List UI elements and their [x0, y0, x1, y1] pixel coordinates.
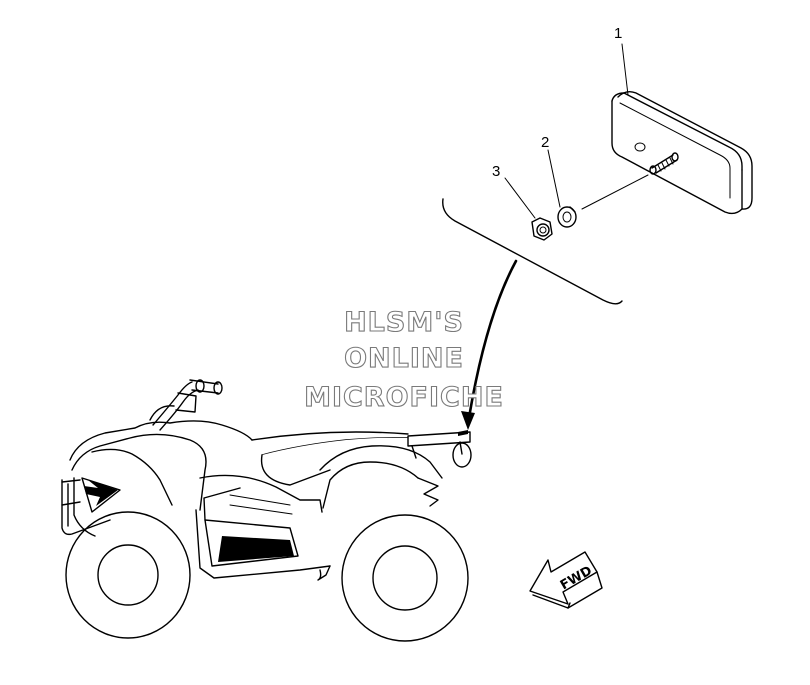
- callout-2-leader: [547, 149, 561, 208]
- detail-bracket: [442, 198, 623, 305]
- watermark-line-1: HLSM'S: [344, 307, 464, 338]
- callout-1: 1: [614, 25, 622, 42]
- callout-1-leader: [621, 43, 629, 96]
- nut-part[interactable]: [531, 217, 553, 241]
- watermark: HLSM'S ONLINE MICROFICHE: [304, 306, 504, 413]
- assembly-line: [581, 174, 649, 210]
- fwd-direction-arrow: FWD: [529, 551, 603, 609]
- callout-3: 3: [492, 163, 500, 180]
- callout-3-leader: [504, 177, 536, 219]
- spring-washer-part[interactable]: [557, 206, 577, 228]
- watermark-line-3: MICROFICHE: [304, 382, 504, 413]
- watermark-line-2: ONLINE: [344, 343, 464, 374]
- callout-2: 2: [541, 134, 549, 151]
- location-arrow: [461, 259, 518, 430]
- atv-illustration: [61, 379, 472, 642]
- reflector-part[interactable]: [611, 90, 753, 215]
